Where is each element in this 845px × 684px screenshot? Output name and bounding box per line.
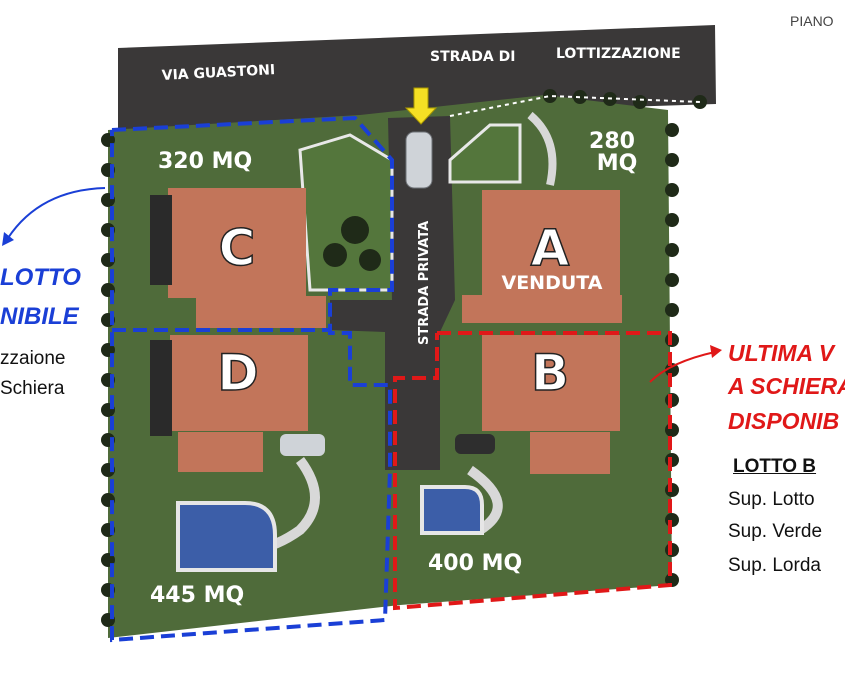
house-c <box>150 188 326 328</box>
lot-c-area: 320 MQ <box>158 149 252 174</box>
left-callout-line2: NIBILE <box>0 303 79 330</box>
left-callout-line1: LOTTO <box>0 264 81 291</box>
sup-lotto: Sup. Lotto <box>728 489 815 510</box>
left-callout-arrow-icon <box>7 187 106 239</box>
lot-d-area: 445 MQ <box>150 583 244 608</box>
right-callout-line3: DISPONIB <box>728 408 840 434</box>
left-callout-line3: zzaione <box>0 348 66 369</box>
lotto-b-title: LOTTO B <box>733 456 817 477</box>
lot-b-letter: B <box>531 344 569 402</box>
sup-verde: Sup. Verde <box>728 521 823 542</box>
right-callout-arrow-icon <box>649 351 716 383</box>
garden-island-right <box>448 123 522 184</box>
lot-a-letter: A <box>531 219 570 277</box>
right-callout-line2: A SCHIERA <box>728 373 845 399</box>
lot-a-status: VENDUTA <box>502 272 603 294</box>
car-icon <box>405 131 433 189</box>
entrance-arrow-icon <box>404 87 438 125</box>
left-arrowhead-icon <box>2 232 14 246</box>
blue-lot-boundary <box>110 115 394 643</box>
garden-path-b <box>467 465 503 535</box>
house-d <box>150 335 308 472</box>
strada-privata-label: STRADA PRIVATA <box>417 221 432 345</box>
lottizzazione-label: LOTTIZZAZIONE <box>556 46 681 62</box>
lot-b-area: 400 MQ <box>428 551 522 576</box>
right-arrowhead-icon <box>710 345 722 358</box>
pool-d <box>176 501 277 572</box>
sup-lorda: Sup. Lorda <box>728 555 821 576</box>
via-guastoni-label: VIA GUASTONI <box>161 62 275 84</box>
garden-path-a <box>527 111 557 186</box>
strada-privata-road <box>330 116 455 470</box>
lot-a-area-line1: 280 <box>589 129 635 154</box>
strada-di-label: STRADA DI <box>430 49 515 65</box>
lot-a-area-line2: MQ <box>597 151 638 176</box>
right-callout-line1: ULTIMA V <box>728 340 835 366</box>
car-b-icon <box>455 434 495 454</box>
house-a <box>462 190 622 323</box>
white-lot-boundary <box>449 94 701 117</box>
red-lot-boundary <box>393 331 672 611</box>
lot-c-letter: C <box>219 219 256 277</box>
house-b <box>482 335 620 474</box>
left-callout-line4: Schiera <box>0 378 65 399</box>
piano-label: PIANO <box>790 13 834 29</box>
trees-island <box>323 216 381 271</box>
lot-d-letter: D <box>217 344 259 402</box>
car-d-icon <box>280 434 325 456</box>
pool-b <box>420 485 484 535</box>
